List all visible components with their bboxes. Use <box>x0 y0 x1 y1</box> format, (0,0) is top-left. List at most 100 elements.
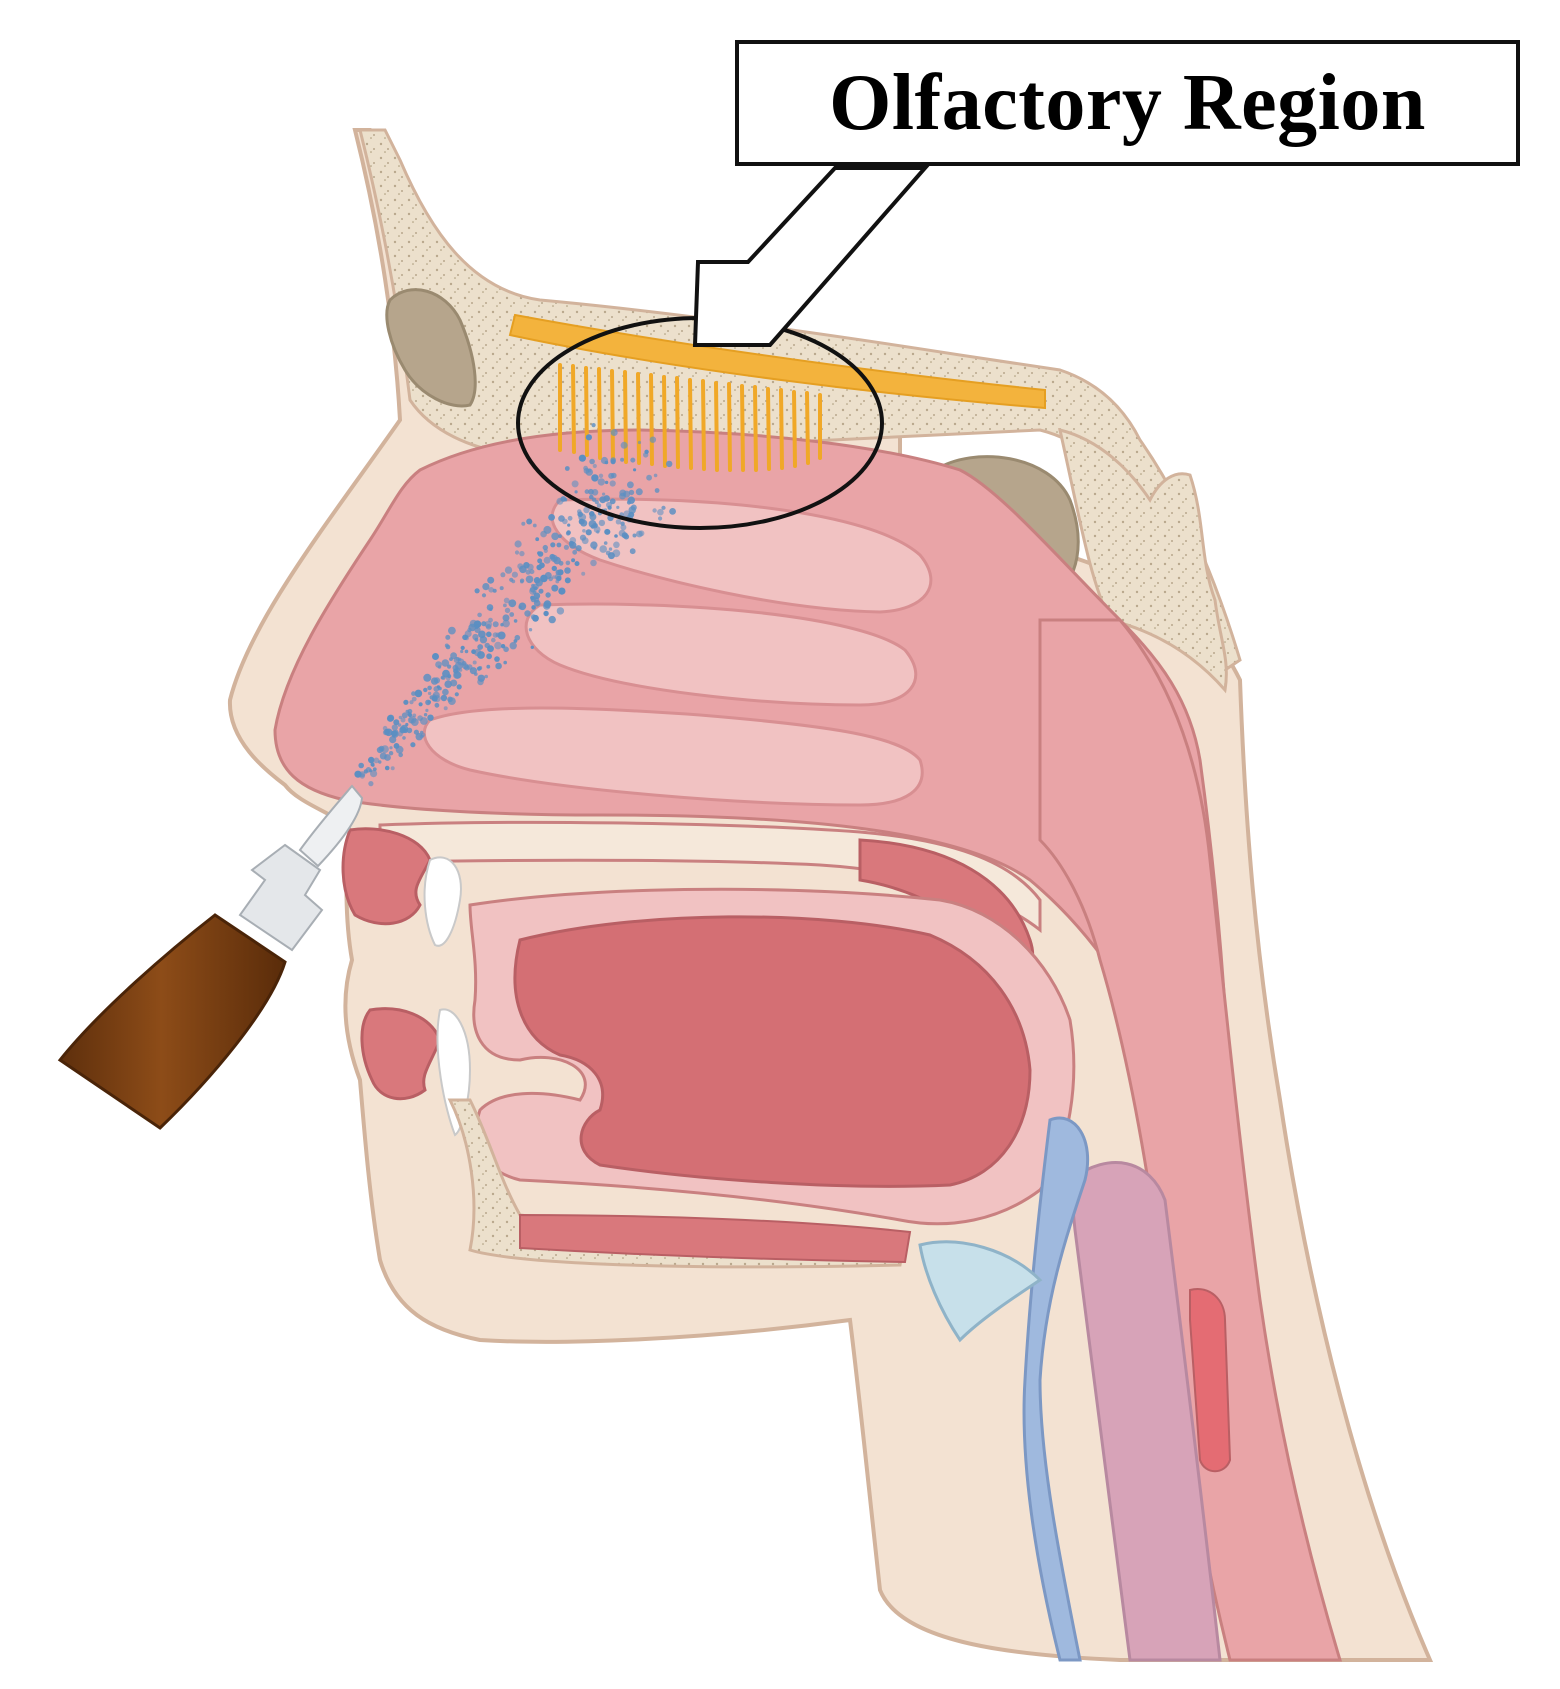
spray-particle <box>517 563 524 570</box>
spray-particle <box>533 599 541 607</box>
spray-particle <box>598 473 604 478</box>
spray-particle <box>406 727 413 734</box>
clivus-bone <box>1058 427 1228 694</box>
spray-particle <box>397 723 402 727</box>
spray-particle <box>563 544 570 550</box>
spray-particle <box>538 588 544 594</box>
spray-particle <box>530 595 535 600</box>
spray-particle <box>611 472 617 479</box>
skull-bone <box>358 128 1242 673</box>
frontal-sinus <box>385 288 477 408</box>
spray-particle <box>603 541 608 545</box>
spray-particle <box>457 658 465 666</box>
spray-particle <box>369 769 373 773</box>
spray-particle <box>574 490 578 494</box>
spray-particle <box>402 736 406 740</box>
spray-particle <box>495 662 502 670</box>
spray-particle <box>551 532 559 541</box>
spray-particle <box>482 583 490 591</box>
tongue <box>513 915 1032 1188</box>
floor-muscle <box>519 1213 912 1264</box>
spray-particle <box>494 656 500 662</box>
spray-particle <box>440 676 444 680</box>
spray-particle <box>427 691 432 696</box>
spray-particle <box>620 521 625 526</box>
spray-particle <box>536 564 542 571</box>
spray-particle <box>554 573 562 581</box>
spray-particle <box>433 677 441 684</box>
spray-particle <box>582 529 586 533</box>
spray-particle <box>354 770 362 778</box>
spray-particle <box>388 751 394 756</box>
spray-particle <box>535 537 540 542</box>
spray-particle <box>532 590 537 595</box>
spray-particle <box>413 729 419 735</box>
spray-particle <box>524 610 531 617</box>
spray-particle <box>412 713 417 718</box>
spray-particle <box>401 712 408 719</box>
spray-particle <box>497 631 506 640</box>
spray-particle <box>503 646 509 653</box>
spray-particle <box>508 599 517 608</box>
spray-particle <box>564 577 571 584</box>
spray-particle <box>620 524 627 531</box>
spray-particle <box>530 645 534 649</box>
spray-particle <box>531 605 536 610</box>
spray-particle <box>551 584 559 592</box>
spray-particle <box>445 644 451 650</box>
spray-particle <box>626 500 632 505</box>
spray-particle <box>598 519 606 527</box>
spray-particle <box>543 548 548 554</box>
spray-particle <box>584 489 590 494</box>
spray-particle <box>474 624 479 629</box>
olfactory-fibres <box>558 363 822 472</box>
spray-particle <box>593 523 598 528</box>
spray-particle <box>666 460 673 468</box>
spray-particle <box>460 645 465 651</box>
spray-particle <box>389 746 393 750</box>
spray-particle <box>669 508 676 515</box>
spray-particle <box>494 641 502 650</box>
spray-particle <box>613 541 620 549</box>
spray-particle <box>432 653 439 660</box>
spray-particle <box>521 521 526 526</box>
spray-particle <box>368 781 374 787</box>
bottle-collar <box>238 843 324 952</box>
spray-particle <box>602 492 606 496</box>
spray-particle <box>610 429 618 436</box>
spray-particle <box>572 549 578 555</box>
spray-particle <box>502 614 510 622</box>
spray-particle <box>600 456 609 465</box>
spray-particle <box>535 579 543 587</box>
spray-particle <box>552 575 556 579</box>
spray-particle <box>585 468 593 476</box>
spray-particle <box>474 588 480 594</box>
spray-particle <box>629 548 636 555</box>
spray-particle <box>447 696 453 703</box>
spray-particle <box>637 440 642 445</box>
spray-particle <box>411 696 417 702</box>
spray-particle <box>581 537 589 545</box>
spray-particle <box>477 644 484 650</box>
spray-particle <box>523 562 530 569</box>
spray-particle <box>511 571 518 578</box>
spray-particle <box>566 530 571 535</box>
spray-particle <box>447 664 452 669</box>
spray-particle <box>487 645 494 653</box>
spray-particle <box>609 498 616 505</box>
spray-particle <box>596 503 602 508</box>
spray-particle <box>417 715 423 721</box>
spray-particle <box>657 508 664 516</box>
pharynx <box>1038 618 1343 1662</box>
spray-particle <box>589 513 597 521</box>
spray-particle <box>420 730 424 735</box>
spray-particle <box>540 574 548 583</box>
spray-particle <box>441 659 450 667</box>
spray-particle <box>558 534 562 539</box>
spray-particle <box>448 626 456 635</box>
spray-particle <box>499 586 504 591</box>
spray-particle <box>429 695 434 700</box>
spray-particle <box>519 550 525 557</box>
spray-particle <box>481 593 487 598</box>
